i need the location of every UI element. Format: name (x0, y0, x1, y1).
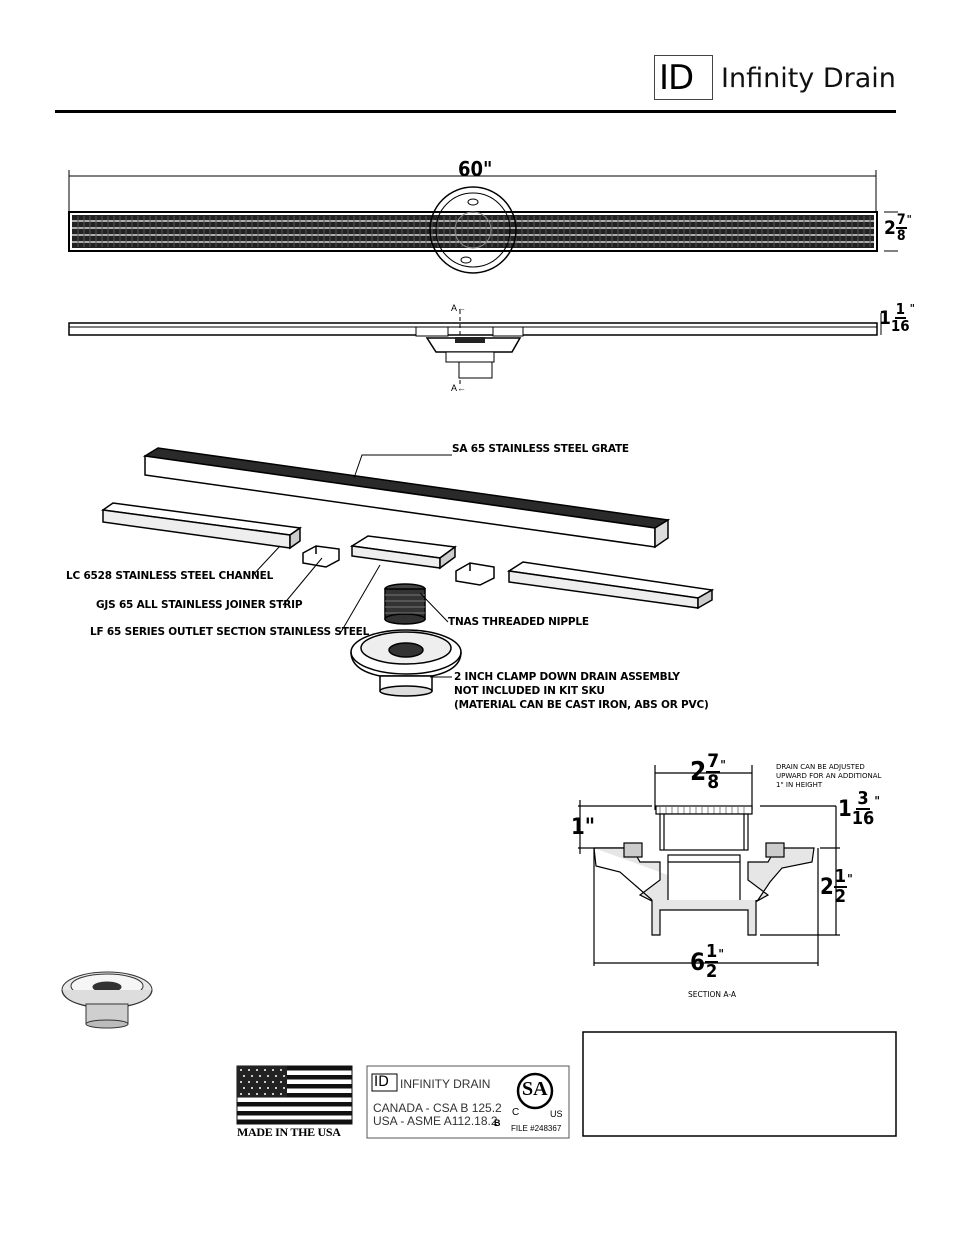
channel-label: LC 6528 STAINLESS STEEL CHANNEL (66, 570, 274, 582)
exploded-view-drawing (100, 447, 715, 697)
outlet-label: LF 65 SERIES OUTLET SECTION STAINLESS ST… (90, 626, 370, 638)
csa-us: US (550, 1109, 563, 1119)
cert-canada: CANADA - CSA B 125.2 (373, 1101, 502, 1115)
nipple-label: TNAS THREADED NIPPLE (448, 616, 589, 628)
cert-logo-mark: ID (374, 1074, 389, 1090)
cert-box-frame (366, 1065, 570, 1139)
logo-frame (654, 55, 713, 100)
us-flag (236, 1065, 353, 1125)
csa-c: C (512, 1107, 520, 1118)
grate-label: SA 65 STAINLESS STEEL GRATE (452, 443, 629, 455)
joiner-label: GJS 65 ALL STAINLESS JOINER STRIP (96, 599, 303, 611)
header-rule (55, 110, 896, 113)
side-view-drawing (68, 310, 882, 386)
csa-seal (516, 1072, 554, 1110)
csa-file: FILE #248367 (511, 1124, 562, 1133)
drain-assembly-label: 2 INCH CLAMP DOWN DRAIN ASSEMBLY NOT INC… (454, 671, 709, 711)
section-marker-bottom: A← (451, 383, 467, 393)
cert-b-mark: B (494, 1118, 501, 1128)
adjustment-note: DRAIN CAN BE ADJUSTED UPWARD FOR AN ADDI… (776, 763, 882, 789)
top-view-drawing (68, 170, 898, 274)
drain-photo (61, 971, 153, 1029)
logo-mark: ID (659, 58, 694, 98)
cert-brand: INFINITY DRAIN (400, 1077, 491, 1091)
section-marker-top: A← (451, 303, 467, 313)
brand-name: Infinity Drain (721, 63, 896, 94)
section-left-height: 1" (571, 815, 596, 840)
section-drawing (578, 765, 840, 966)
made-in-usa-label: MADE IN THE USA (237, 1125, 341, 1139)
section-caption: SECTION A-A (688, 990, 737, 999)
length-dimension: 60" (458, 157, 493, 181)
info-box (582, 1031, 897, 1137)
csa-mark: SA (522, 1078, 548, 1100)
cert-logo-frame (371, 1073, 398, 1092)
cert-usa: USA - ASME A112.18.2 (373, 1114, 498, 1128)
